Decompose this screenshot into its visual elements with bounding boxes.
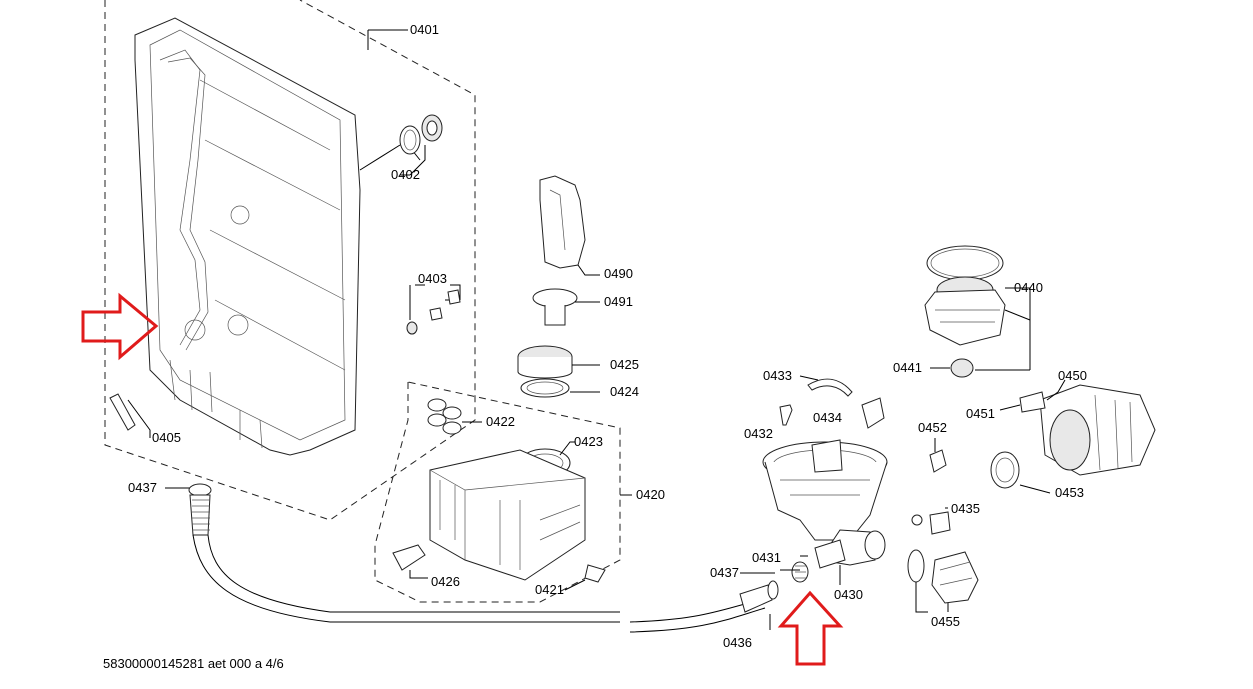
ring-seal-0402 — [399, 114, 443, 155]
group-boundary-side-panel — [104, 0, 476, 521]
callout-0424: 0424 — [610, 384, 639, 399]
callout-0423: 0423 — [574, 434, 603, 449]
callout-0421: 0421 — [535, 582, 564, 597]
callout-0426: 0426 — [431, 574, 460, 589]
side-panel-part — [134, 17, 361, 456]
callout-0420: 0420 — [636, 487, 665, 502]
funnel-part-0491 — [532, 288, 600, 326]
callout-0437-hose: 0437 — [128, 480, 157, 495]
callout-0437-pump: 0437 — [710, 565, 739, 580]
callout-0430: 0430 — [834, 587, 863, 602]
group-boundary-sump-filter — [374, 381, 621, 603]
callout-0455: 0455 — [931, 614, 960, 629]
fastener-parts-0403 — [406, 289, 461, 335]
screw-part-0432 — [779, 404, 793, 426]
callout-0422: 0422 — [486, 414, 515, 429]
dispenser-jug-0490 — [539, 175, 600, 276]
callout-0441: 0441 — [893, 360, 922, 375]
drain-hose — [188, 483, 779, 633]
callout-0435: 0435 — [951, 501, 980, 516]
callout-0440: 0440 — [1014, 280, 1043, 295]
callout-0451: 0451 — [966, 406, 995, 421]
callout-0453: 0453 — [1055, 485, 1084, 500]
sump-assembly-0420 — [392, 398, 632, 591]
clip-part-0405 — [109, 393, 136, 431]
callout-0491: 0491 — [604, 294, 633, 309]
callout-0431: 0431 — [752, 550, 781, 565]
callout-0490: 0490 — [604, 266, 633, 281]
callout-0450: 0450 — [1058, 368, 1087, 383]
callout-0433: 0433 — [763, 368, 792, 383]
clip-part-0434 — [861, 397, 885, 429]
bracket-part-0433 — [807, 378, 853, 397]
callout-0401: 0401 — [410, 22, 439, 37]
callout-0432: 0432 — [744, 426, 773, 441]
callout-0452: 0452 — [918, 420, 947, 435]
callout-0434: 0434 — [813, 410, 842, 425]
drain-pump-0455 — [907, 549, 979, 613]
callout-0436: 0436 — [723, 635, 752, 650]
clip-part-0452 — [929, 449, 947, 473]
highlight-arrow-right — [81, 292, 159, 361]
callout-0425: 0425 — [610, 357, 639, 372]
callout-0403: 0403 — [418, 271, 447, 286]
heater-pump-0450 — [990, 379, 1156, 494]
sensor-part-0435 — [911, 507, 951, 535]
document-code-footer: 58300000145281 aet 000 a 4/6 — [103, 656, 284, 671]
circulation-pump-0440 — [924, 245, 1031, 378]
highlight-arrow-up — [777, 590, 844, 666]
filter-cap-0425-0424 — [517, 345, 600, 398]
callout-0402: 0402 — [391, 167, 420, 182]
sump-housing-0430 — [762, 439, 888, 585]
callout-0405: 0405 — [152, 430, 181, 445]
